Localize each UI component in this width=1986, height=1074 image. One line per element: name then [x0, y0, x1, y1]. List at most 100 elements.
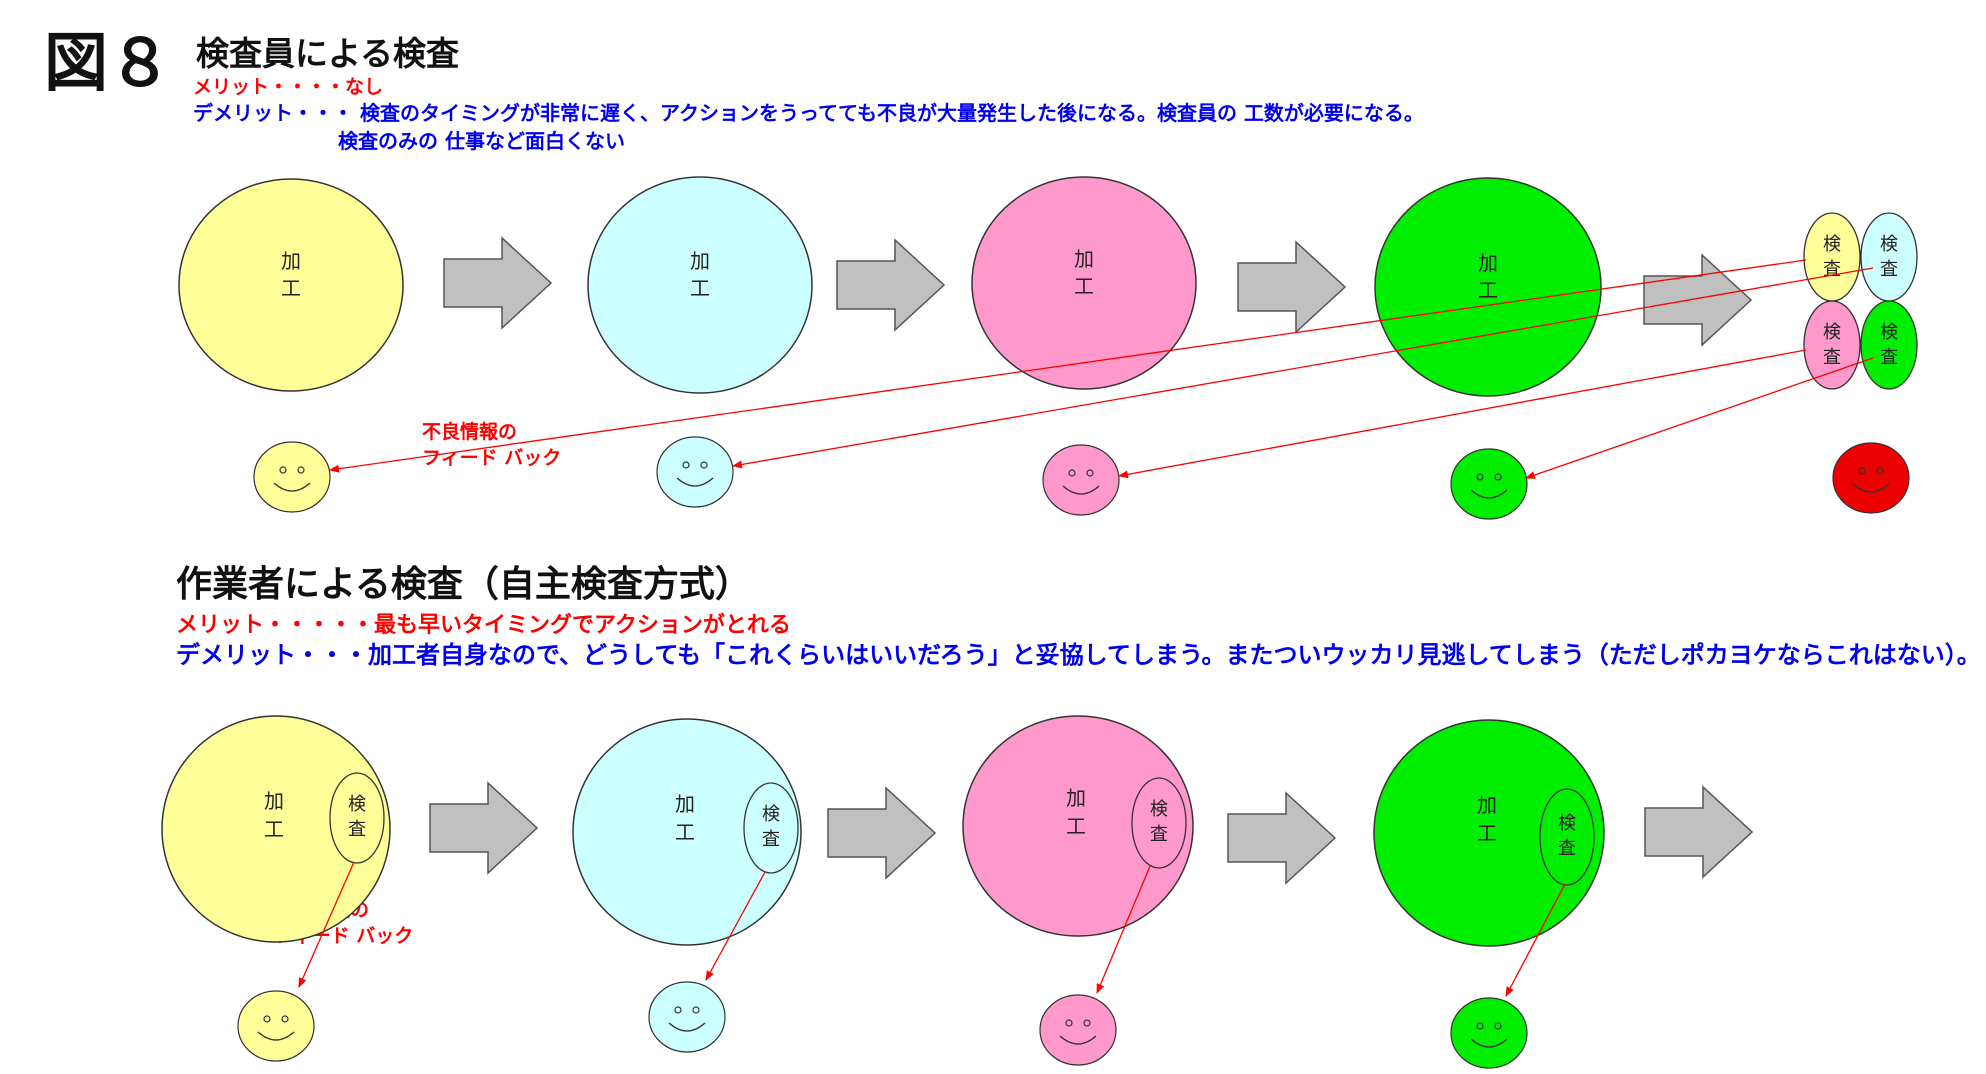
process-label-top-3-line2: 工: [1074, 274, 1094, 298]
smiley-face-bottom-2: [648, 981, 726, 1053]
self-inspection-label-4-line2: 査: [1558, 838, 1576, 859]
section1-demerit: デメリット・・・ 検査のタイミングが非常に遅く、アクションをうってても不良が大量…: [193, 101, 1424, 125]
smiley-face-top-3-eye-left: [1068, 469, 1076, 477]
section1-merit: メリット・・・・なし: [193, 76, 384, 98]
feedback-arrow-top-3: [1118, 349, 1807, 479]
process-circle-top-1: [178, 178, 404, 392]
process-label-bottom-1-line1: 加: [264, 789, 284, 813]
smiley-face-top-1-eye-right: [297, 466, 305, 474]
smiley-face-top-3: [1042, 444, 1120, 516]
smiley-face-top-4-eye-right: [1494, 473, 1502, 481]
process-circle-bottom-2: [572, 718, 802, 946]
smiley-face-top-1-mouth: [273, 482, 311, 492]
smiley-face-bottom-4-eye-left: [1476, 1022, 1484, 1030]
smiley-face-top-3-head: [1042, 444, 1120, 516]
self-inspection-label-3-line1: 検: [1150, 799, 1168, 820]
smiley-face-bottom-2-head: [648, 981, 726, 1053]
smiley-face-bottom-3: [1039, 994, 1117, 1066]
smiley-face-top-5-head: [1832, 442, 1910, 514]
inspection-label-3-line1: 検: [1823, 322, 1841, 343]
flow-arrow-top-3: [1237, 240, 1347, 334]
smiley-face-top-1: [253, 441, 331, 513]
process-label-top-4-line2: 工: [1478, 278, 1498, 302]
process-label-top-1-line2: 工: [281, 276, 301, 300]
smiley-face-bottom-2-eye-right: [692, 1006, 700, 1014]
flow-arrow-bottom-3: [1227, 791, 1337, 885]
process-label-bottom-1-line2: 工: [264, 817, 284, 841]
section1-demerit-cont: 検査のみの 仕事など面白くない: [338, 129, 625, 153]
process-circle-top-3: [971, 176, 1197, 390]
inspection-circle-2: [1860, 212, 1918, 302]
process-label-top-1-line1: 加: [281, 249, 301, 273]
self-inspection-label-3-line2: 査: [1150, 824, 1168, 845]
flow-arrow-bottom-2: [827, 786, 937, 880]
smiley-face-top-5: [1832, 442, 1910, 514]
process-label-top-2-line2: 工: [690, 276, 710, 300]
smiley-face-top-5-eye-left: [1858, 467, 1866, 475]
feedback-label-top-line1: 不良情報の: [422, 421, 518, 443]
smiley-face-top-4: [1450, 448, 1528, 520]
section2-merit: メリット・・・・・最も早いタイミングでアクションがとれる: [176, 613, 791, 638]
inspection-label-3-line2: 査: [1823, 347, 1841, 368]
process-label-bottom-2-line2: 工: [675, 820, 695, 844]
self-inspection-circle-4: [1539, 788, 1595, 886]
smiley-face-bottom-3-eye-right: [1083, 1019, 1091, 1027]
smiley-face-top-2-eye-left: [682, 461, 690, 469]
self-inspection-label-1-line2: 査: [348, 819, 366, 840]
process-label-top-2-line1: 加: [690, 249, 710, 273]
feedback-arrow-bottom-3: [1096, 865, 1151, 994]
smiley-face-bottom-3-eye-left: [1065, 1019, 1073, 1027]
self-inspection-label-1-line1: 検: [348, 794, 366, 815]
inspection-circle-3: [1803, 300, 1861, 390]
section2-title: 作業者による検査（自主検査方式）: [176, 564, 751, 605]
feedback-arrow-bottom-4: [1505, 883, 1566, 997]
smiley-face-top-4-eye-left: [1476, 473, 1484, 481]
process-label-bottom-3-line2: 工: [1066, 814, 1086, 838]
inspection-circle-1: [1803, 212, 1861, 302]
smiley-face-top-2: [656, 436, 734, 508]
process-label-bottom-4-line2: 工: [1477, 821, 1497, 845]
section2-demerit: デメリット・・・加工者自身なので、どうしても「これくらいはいいだろう」と妥協して…: [176, 641, 1981, 669]
smiley-face-bottom-4-eye-right: [1494, 1022, 1502, 1030]
process-circle-top-2: [587, 176, 813, 394]
process-label-bottom-2-line1: 加: [675, 792, 695, 816]
self-inspection-circle-2: [743, 782, 799, 874]
flow-arrow-bottom-1: [429, 781, 539, 875]
self-inspection-circle-3: [1131, 777, 1187, 869]
inspection-label-1-line1: 検: [1823, 234, 1841, 255]
smiley-face-bottom-3-head: [1039, 994, 1117, 1066]
smiley-face-bottom-4: [1450, 997, 1528, 1069]
process-circle-top-4: [1374, 177, 1602, 397]
smiley-face-bottom-1: [237, 990, 315, 1062]
self-inspection-label-2-line2: 査: [762, 829, 780, 850]
smiley-face-bottom-1-eye-left: [263, 1015, 271, 1023]
smiley-face-top-1-eye-left: [279, 466, 287, 474]
process-label-top-4-line1: 加: [1478, 251, 1498, 275]
smiley-face-top-5-eye-right: [1876, 467, 1884, 475]
self-inspection-label-4-line1: 検: [1558, 813, 1576, 834]
self-inspection-circle-1: [329, 772, 385, 864]
smiley-face-bottom-3-mouth: [1059, 1035, 1097, 1045]
flow-arrow-bottom-4: [1644, 785, 1754, 879]
process-circle-bottom-3: [962, 715, 1194, 937]
flow-arrow-top-1: [443, 236, 553, 330]
feedback-arrow-top-4: [1525, 357, 1874, 479]
smiley-face-top-2-head: [656, 436, 734, 508]
process-circle-bottom-1: [161, 715, 391, 943]
flow-arrow-top-4: [1643, 253, 1753, 347]
process-circle-bottom-4: [1373, 719, 1605, 947]
smiley-face-top-2-eye-right: [700, 461, 708, 469]
feedback-arrow-top-1: [329, 259, 1807, 473]
smiley-face-top-1-head: [253, 441, 331, 513]
smiley-face-top-4-mouth: [1470, 489, 1508, 499]
figure-label: 図８: [44, 27, 172, 101]
smiley-face-bottom-2-eye-left: [674, 1006, 682, 1014]
inspection-label-4-line2: 査: [1880, 347, 1898, 368]
process-label-top-3-line1: 加: [1074, 247, 1094, 271]
inspection-label-4-line1: 検: [1880, 322, 1898, 343]
section1-title: 検査員による検査: [196, 34, 460, 73]
feedback-arrow-bottom-1: [298, 861, 355, 988]
feedback-arrow-top-2: [732, 267, 1874, 469]
smiley-face-bottom-2-mouth: [668, 1022, 706, 1032]
